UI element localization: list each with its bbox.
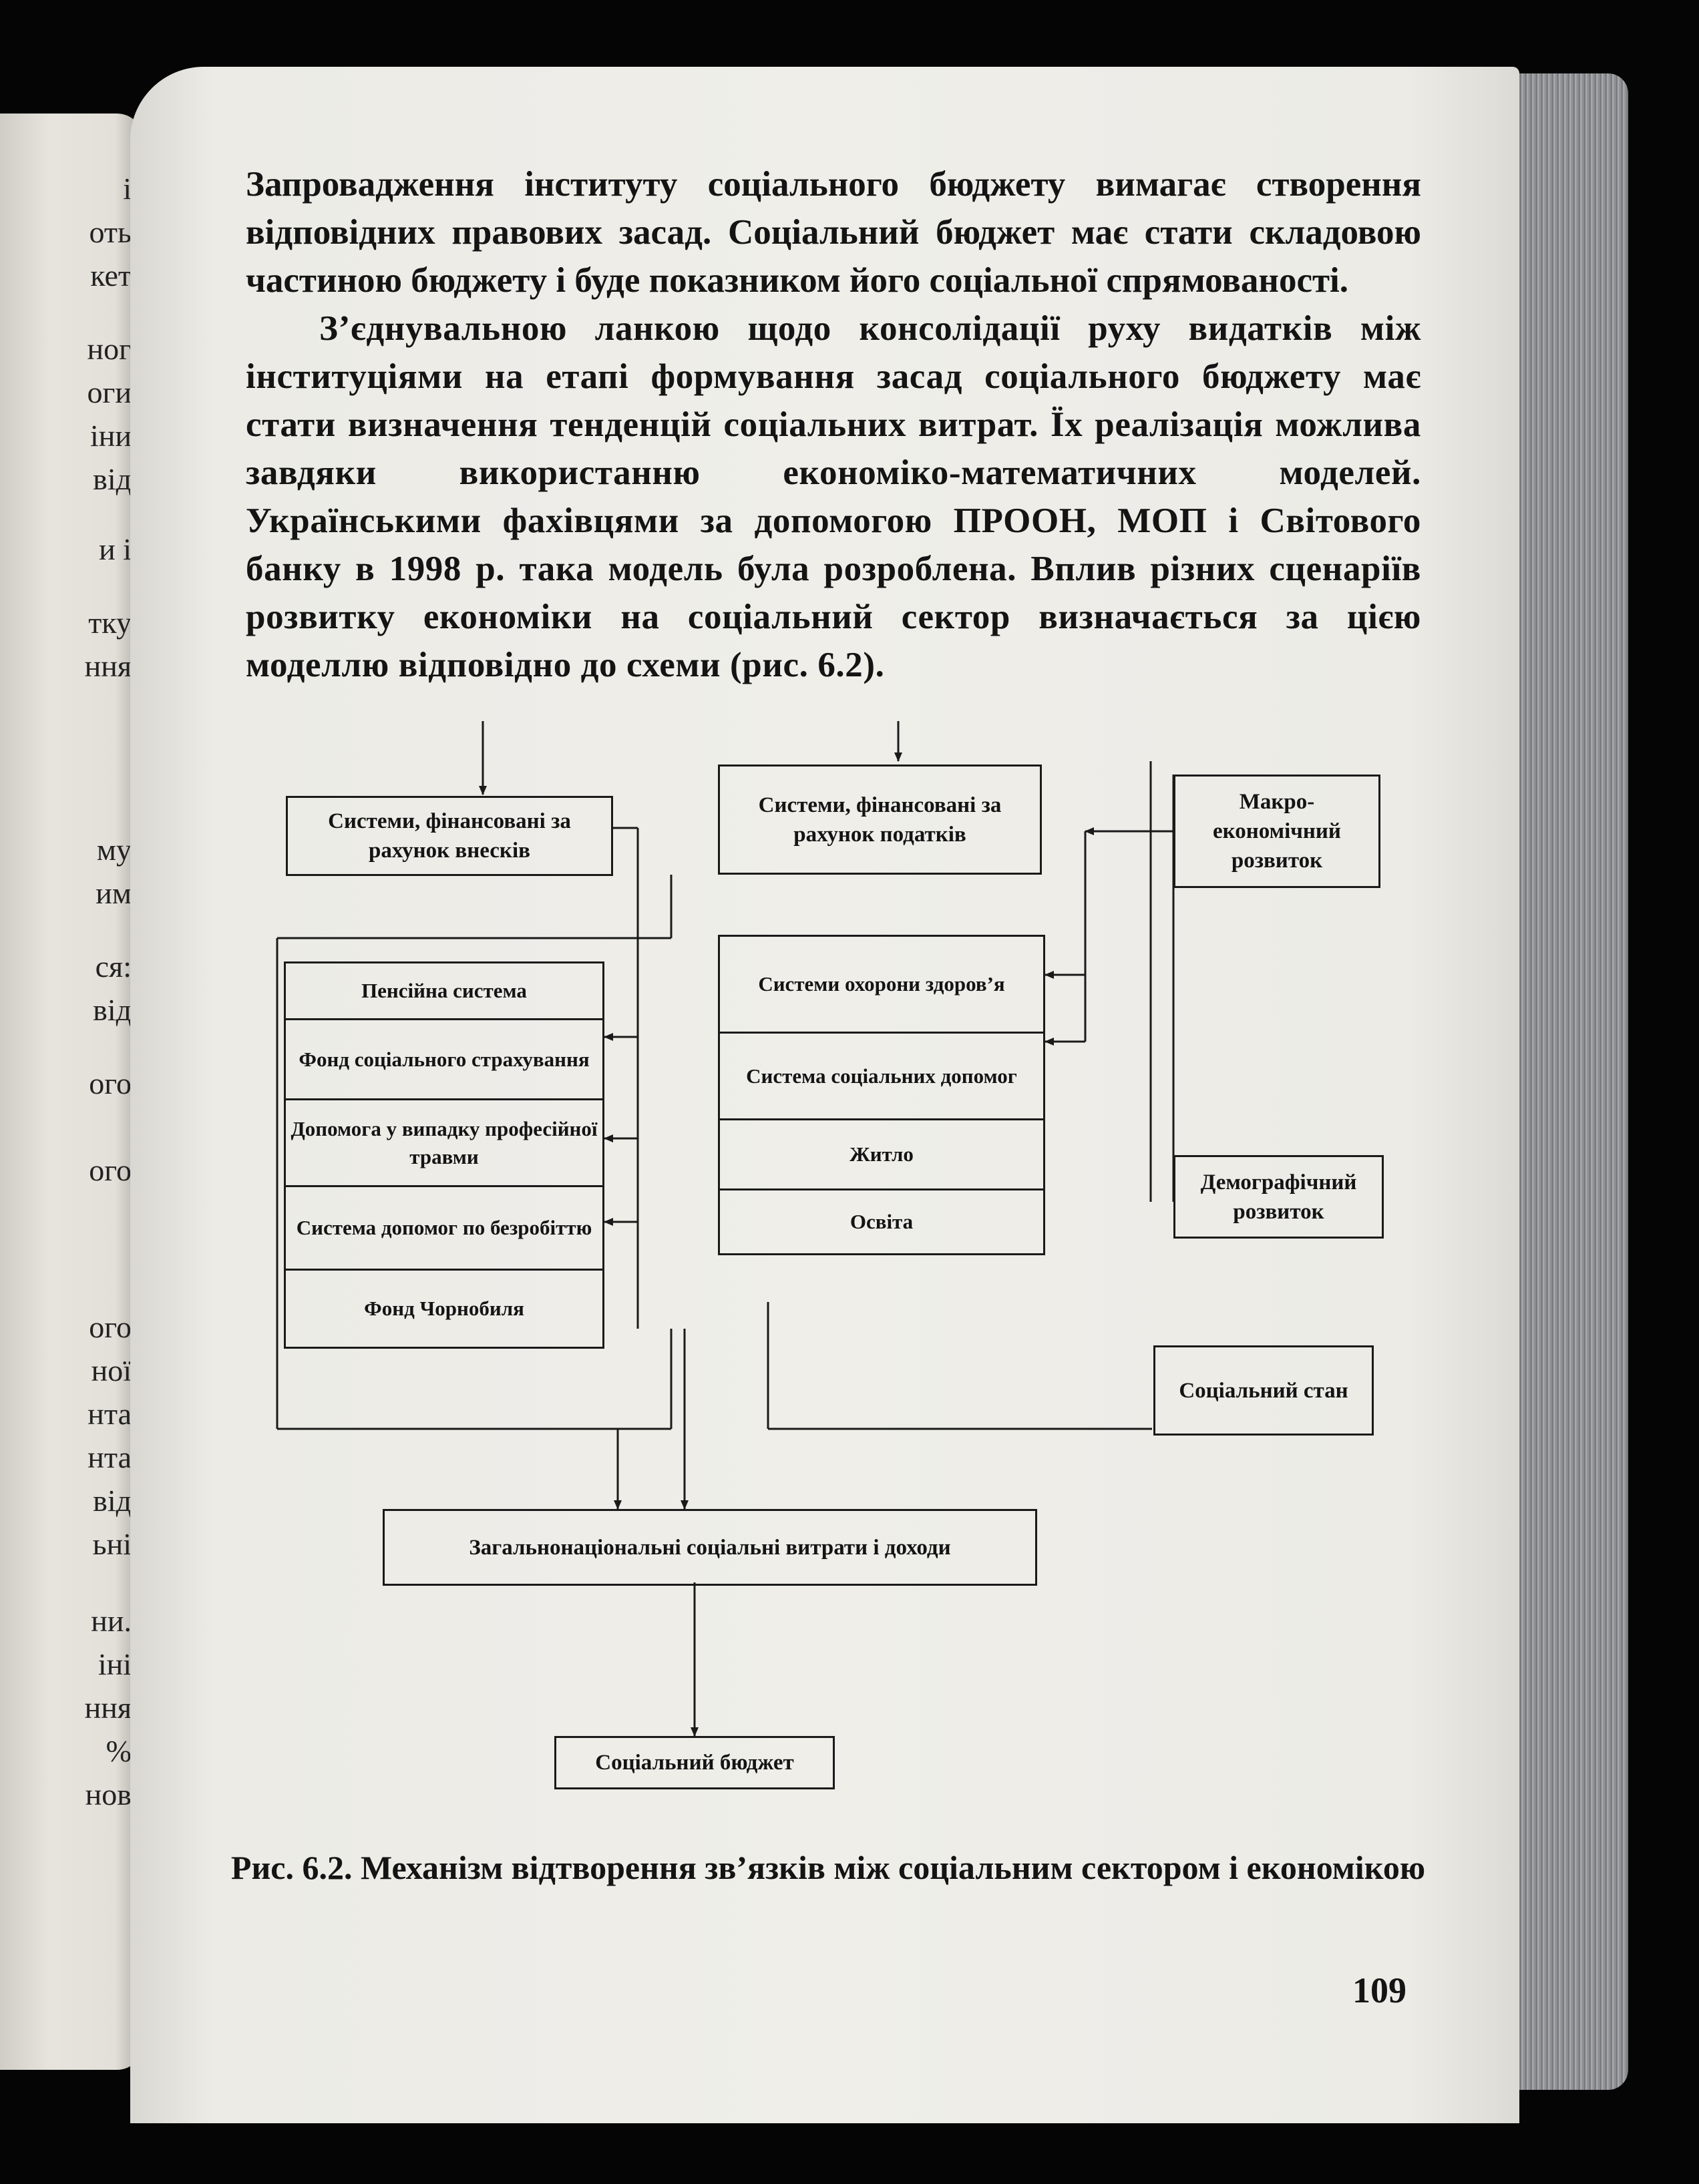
social-aid-cell: Система соціальних допомог: [720, 1034, 1043, 1120]
left-page-text-fragment: і: [123, 172, 132, 206]
left-page-text-fragment: нта: [87, 1440, 132, 1474]
left-page-text-fragment: нов: [85, 1777, 132, 1811]
social-budget-box: Соціальний бюджет: [554, 1736, 835, 1789]
left-page-text-fragment: оги: [87, 375, 132, 409]
left-page-text-fragment: ьні: [92, 1527, 132, 1561]
national-expenditures-box: Загальнонаціональні соціальні витрати і …: [383, 1509, 1037, 1586]
left-page-text-fragment: ног: [87, 332, 132, 366]
chernobyl-fund-cell: Фонд Чорнобиля: [364, 1297, 524, 1320]
left-page-text-fragment: ого: [89, 1066, 132, 1100]
left-page-text-fragment: %: [106, 1734, 132, 1768]
left-page-text-fragment: ння: [84, 649, 132, 683]
pension-system-cell: Пенсійна система: [286, 963, 602, 1020]
contrib-systems-box: Системи, фінансовані за рахунок внесків: [286, 796, 613, 876]
body-text: Запровадження інституту соціального бюдж…: [246, 160, 1421, 689]
left-page-text-fragment: іни: [89, 419, 132, 453]
left-page-text-fragment: від: [93, 462, 132, 496]
left-stack: Пенсійна система Фонд соціального страху…: [284, 961, 604, 1349]
left-page-text-fragment: им: [96, 876, 132, 910]
page-stack-edge: [1508, 73, 1628, 2090]
figure-caption: Рис. 6.2. Механізм відтворення зв’язків …: [230, 1849, 1426, 1886]
social-insurance-fund-cell: Фонд соціального страхування: [286, 1020, 602, 1100]
housing-cell: Житло: [720, 1120, 1043, 1190]
paragraph-1: Запровадження інституту соціального бюдж…: [246, 165, 1421, 300]
professional-injury-cell: Допомога у випадку професійної травми: [286, 1100, 602, 1187]
left-page-text-fragment: и і: [99, 532, 132, 566]
left-page-text-fragment: оть: [89, 215, 132, 249]
left-page-text-fragment: кет: [90, 258, 132, 292]
unemployment-cell: Система допомог по безробіттю: [286, 1187, 602, 1271]
left-page-text-fragment: нта: [87, 1397, 132, 1431]
left-page-text-fragment: ого: [89, 1153, 132, 1187]
page-number: 109: [1352, 1970, 1406, 2010]
right-stack: Системи охорони здоров’я Система соціаль…: [718, 935, 1045, 1255]
macro-development-box: Макро-економічний розвиток: [1173, 775, 1380, 888]
health-systems-cell: Системи охорони здоров’я: [720, 937, 1043, 1034]
left-page-text-fragment: ної: [91, 1353, 132, 1387]
tax-systems-box: Системи, фінансовані за рахунок податків: [718, 765, 1042, 875]
left-page-text-fragment: ого: [89, 1310, 132, 1344]
left-page-text-fragment: від: [93, 1484, 132, 1518]
left-page-text-fragment: тку: [88, 606, 132, 640]
left-page-edge: і оть кет ног оги іни від и і тку ння му им ся: від ог…: [0, 114, 144, 2070]
demographic-box: Демографічний розвиток: [1173, 1155, 1384, 1239]
left-page-text-fragment: ся:: [95, 949, 132, 984]
left-page-text-fragment: від: [93, 993, 132, 1027]
left-page-text-fragment: ння: [84, 1691, 132, 1725]
left-page-text-fragment: іні: [98, 1647, 132, 1681]
education-cell: Освіта: [850, 1210, 914, 1233]
left-page-text-fragment: му: [96, 833, 132, 867]
paragraph-2: З’єднувальною ланкою щодо консолідації р…: [246, 309, 1421, 684]
book-page: [130, 67, 1519, 2123]
left-page-text-fragment: ни.: [91, 1604, 132, 1638]
social-state-box: Соціальний стан: [1153, 1345, 1374, 1436]
